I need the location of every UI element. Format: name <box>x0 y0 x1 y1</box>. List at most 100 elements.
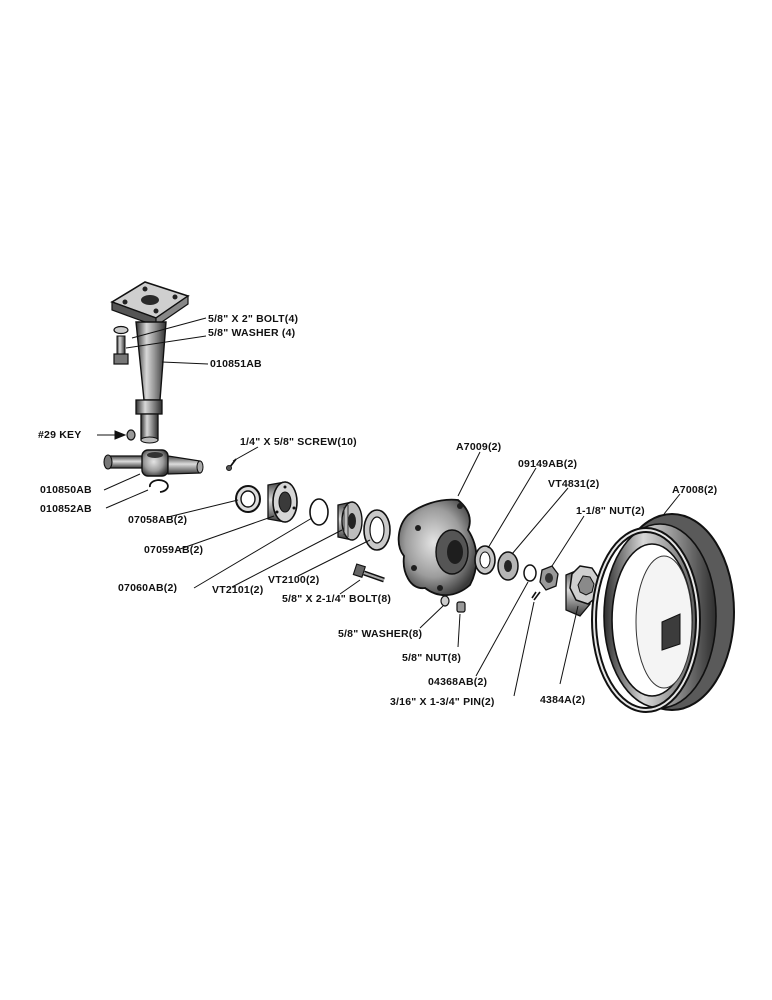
spindle-stem <box>140 413 159 441</box>
leader-line <box>131 317 207 339</box>
leader-line <box>161 361 209 365</box>
label-bearing-cone-inner: VT2101(2) <box>212 584 264 596</box>
label-washer-5-8-8: 5/8" WASHER(8) <box>338 628 423 640</box>
leader-line <box>103 473 141 491</box>
hub-bolt-thread <box>363 572 385 581</box>
label-knuckle: 010850AB <box>40 484 92 496</box>
small-screw-part <box>225 458 237 471</box>
label-gasket: 07060AB(2) <box>118 582 178 594</box>
woodruff-key <box>126 429 136 441</box>
leader-line <box>231 529 343 588</box>
label-seal: 07058AB(2) <box>128 514 188 526</box>
dust-cap-bore <box>278 491 292 513</box>
label-key-29: #29 KEY <box>38 429 82 441</box>
dust-cap-hole <box>283 485 287 489</box>
label-snap-ring: 010852AB <box>40 503 92 515</box>
bolt-shank <box>116 335 126 355</box>
leader-line <box>125 335 207 349</box>
hub-washer <box>440 595 450 607</box>
seal-part <box>235 485 261 513</box>
label-nut-5-8: 5/8" NUT(8) <box>402 652 462 664</box>
knuckle-bore <box>147 452 163 458</box>
gasket-ring <box>309 498 329 526</box>
spindle-tube <box>135 321 167 401</box>
leader-line <box>511 487 569 555</box>
leader-line <box>559 605 579 685</box>
leader-line <box>179 515 275 550</box>
washer-ring <box>113 325 129 335</box>
label-dust-cap-inner: 07059AB(2) <box>144 544 204 556</box>
leader-line <box>551 515 585 567</box>
outer-bearing-cup <box>474 545 496 575</box>
leader-line <box>475 581 529 677</box>
hub-stud-hole <box>411 565 417 571</box>
label-bolt-5-8x2: 5/8" X 2" BOLT(4) <box>208 313 299 325</box>
leader-line <box>297 539 371 577</box>
bearing-cone-bore <box>348 513 356 529</box>
spindle-stem-end <box>140 436 159 444</box>
label-wheel: A7008(2) <box>672 484 718 496</box>
inner-bearing-cone <box>337 501 363 541</box>
cotter-pin <box>531 591 541 601</box>
leader-line <box>419 605 444 629</box>
screw-head <box>225 464 232 471</box>
label-pin-3-16: 3/16" X 1-3/4" PIN(2) <box>390 696 495 708</box>
knuckle-arm-end <box>103 454 113 470</box>
snap-ring <box>149 479 169 493</box>
hub-stud-hole <box>415 525 421 531</box>
flange-bolt-part <box>113 325 129 365</box>
leader-line <box>193 517 313 589</box>
hub-stud-hole <box>457 503 463 509</box>
flange-bolt-hole <box>153 308 159 314</box>
hub-bolt-part <box>352 563 385 583</box>
hub-bore <box>447 540 463 564</box>
knuckle-spindle <box>167 455 201 475</box>
label-bearing-cup-outer: 09149AB(2) <box>518 458 578 470</box>
outer-cup-bore <box>479 551 491 569</box>
leader-line <box>663 493 681 515</box>
inner-bearing-cup <box>363 509 391 551</box>
leader-line <box>167 499 239 518</box>
leader-line <box>487 467 537 549</box>
key-part <box>126 429 136 441</box>
flange-bolt-hole <box>122 299 128 305</box>
spindle-nut-part <box>539 565 559 591</box>
label-washer-04368: 04368AB(2) <box>428 676 488 688</box>
seal-ring-inner <box>240 490 256 508</box>
label-hub: A7009(2) <box>456 441 502 453</box>
leader-lines <box>97 317 681 697</box>
leader-line <box>339 579 361 595</box>
spindle-collar <box>135 399 163 415</box>
dust-cap-hole <box>275 510 279 514</box>
bolt-head <box>113 353 129 365</box>
rim-valve-notch <box>661 613 681 651</box>
hub-cap-part <box>565 565 601 617</box>
flange-bolt-hole <box>172 294 178 300</box>
bearing-cup-inner <box>369 516 385 544</box>
hub-part <box>397 498 478 597</box>
leader-line <box>457 613 461 648</box>
label-bearing-cup-inner: VT2100(2) <box>268 574 320 586</box>
leader-line <box>232 446 259 462</box>
hub-cap-hex-inner <box>577 575 595 596</box>
leader-line <box>105 489 149 509</box>
spindle-part <box>110 281 190 444</box>
label-bearing-cone-outer: VT4831(2) <box>548 478 600 490</box>
dust-cap-hole <box>292 506 296 510</box>
flange-center-hole <box>141 295 159 305</box>
label-washer-5-8-4: 5/8" WASHER (4) <box>208 327 296 339</box>
rim-front-flange-highlight <box>593 529 699 711</box>
label-nut-1-1-8: 1-1/8" NUT(2) <box>576 505 645 517</box>
leader-line <box>513 601 535 697</box>
label-spindle: 010851AB <box>210 358 262 370</box>
hub-bolt-head <box>352 563 366 578</box>
spindle-nut-bore <box>545 573 553 583</box>
spindle-washer <box>523 564 537 582</box>
knuckle-spindle-tip <box>196 460 204 474</box>
outer-cone-bore <box>504 560 512 572</box>
dust-cap-part <box>267 481 298 523</box>
outer-bearing-cone <box>497 551 519 581</box>
wheel-rim-part <box>591 513 735 713</box>
knuckle-part <box>103 449 204 477</box>
